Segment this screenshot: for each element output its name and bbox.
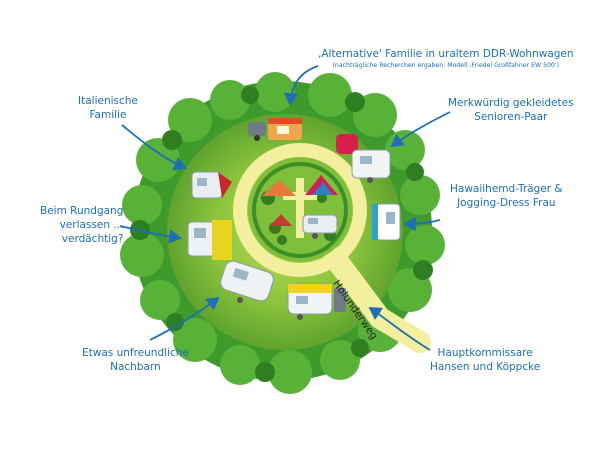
label-inspectors: Hauptkommissare Hansen und Köppcke — [430, 346, 540, 374]
label-hawaii: Hawaiihemd-Träger & Jogging-Dress Frau — [450, 182, 563, 210]
label-seniors-line2: Senioren-Paar — [474, 111, 548, 123]
label-unfriendly-line1: Etwas unfreundliche — [82, 347, 189, 359]
arrow-seniors — [390, 111, 451, 148]
caravan-inspectors — [287, 283, 346, 320]
tent-small — [270, 214, 292, 226]
caravan-unfriendly — [220, 260, 274, 303]
label-hawaii-line1: Hawaiihemd-Träger & — [450, 183, 563, 195]
caravan-seniors — [336, 134, 391, 183]
label-alternative-family-note: (nachträgliche Recherchen ergaben: Model… — [332, 62, 560, 69]
label-suspicious-line2: verlassen ... — [59, 219, 124, 231]
arrow-suspicious — [119, 225, 182, 244]
arrow-unfriendly — [149, 296, 220, 341]
label-alternative-family: ‚Alternative' Familie in uraltem DDR-Woh… — [318, 47, 574, 70]
arrow-italian — [121, 124, 187, 171]
caravan-italian — [191, 171, 232, 199]
label-unfriendly-line2: Nachbarn — [110, 361, 161, 373]
label-suspicious-line3: verdächtig? — [61, 233, 124, 245]
arrow-inspectors — [368, 307, 431, 351]
arrow-hawaii — [403, 216, 441, 232]
label-alternative-family-text: ‚Alternative' Familie in uraltem DDR-Woh… — [318, 48, 574, 60]
caravan-suspicious — [187, 220, 232, 260]
caravan-ddr — [248, 118, 302, 141]
arrow-ddr — [283, 65, 319, 106]
caravan-hawaii — [372, 203, 401, 241]
label-suspicious: Beim Rundgang verlassen ... verdächtig? — [40, 204, 123, 246]
label-hawaii-line2: Jogging-Dress Frau — [457, 197, 556, 209]
label-italian-line2: Familie — [89, 109, 127, 121]
label-unfriendly: Etwas unfreundliche Nachbarn — [82, 346, 189, 374]
label-senior-couple: Merkwürdig gekleidetes Senioren-Paar — [448, 96, 574, 124]
label-inspectors-line2: Hansen und Köppcke — [430, 361, 541, 373]
center-garden — [248, 158, 352, 262]
tent-orange — [262, 180, 296, 196]
label-italian-family: Italienische Familie — [78, 94, 138, 122]
label-italian-line1: Italienische — [78, 95, 138, 107]
label-suspicious-line1: Beim Rundgang — [40, 205, 124, 217]
label-seniors-line1: Merkwürdig gekleidetes — [448, 97, 574, 109]
label-inspectors-line1: Hauptkommissare — [437, 347, 533, 359]
pointer-arrows — [119, 65, 451, 351]
